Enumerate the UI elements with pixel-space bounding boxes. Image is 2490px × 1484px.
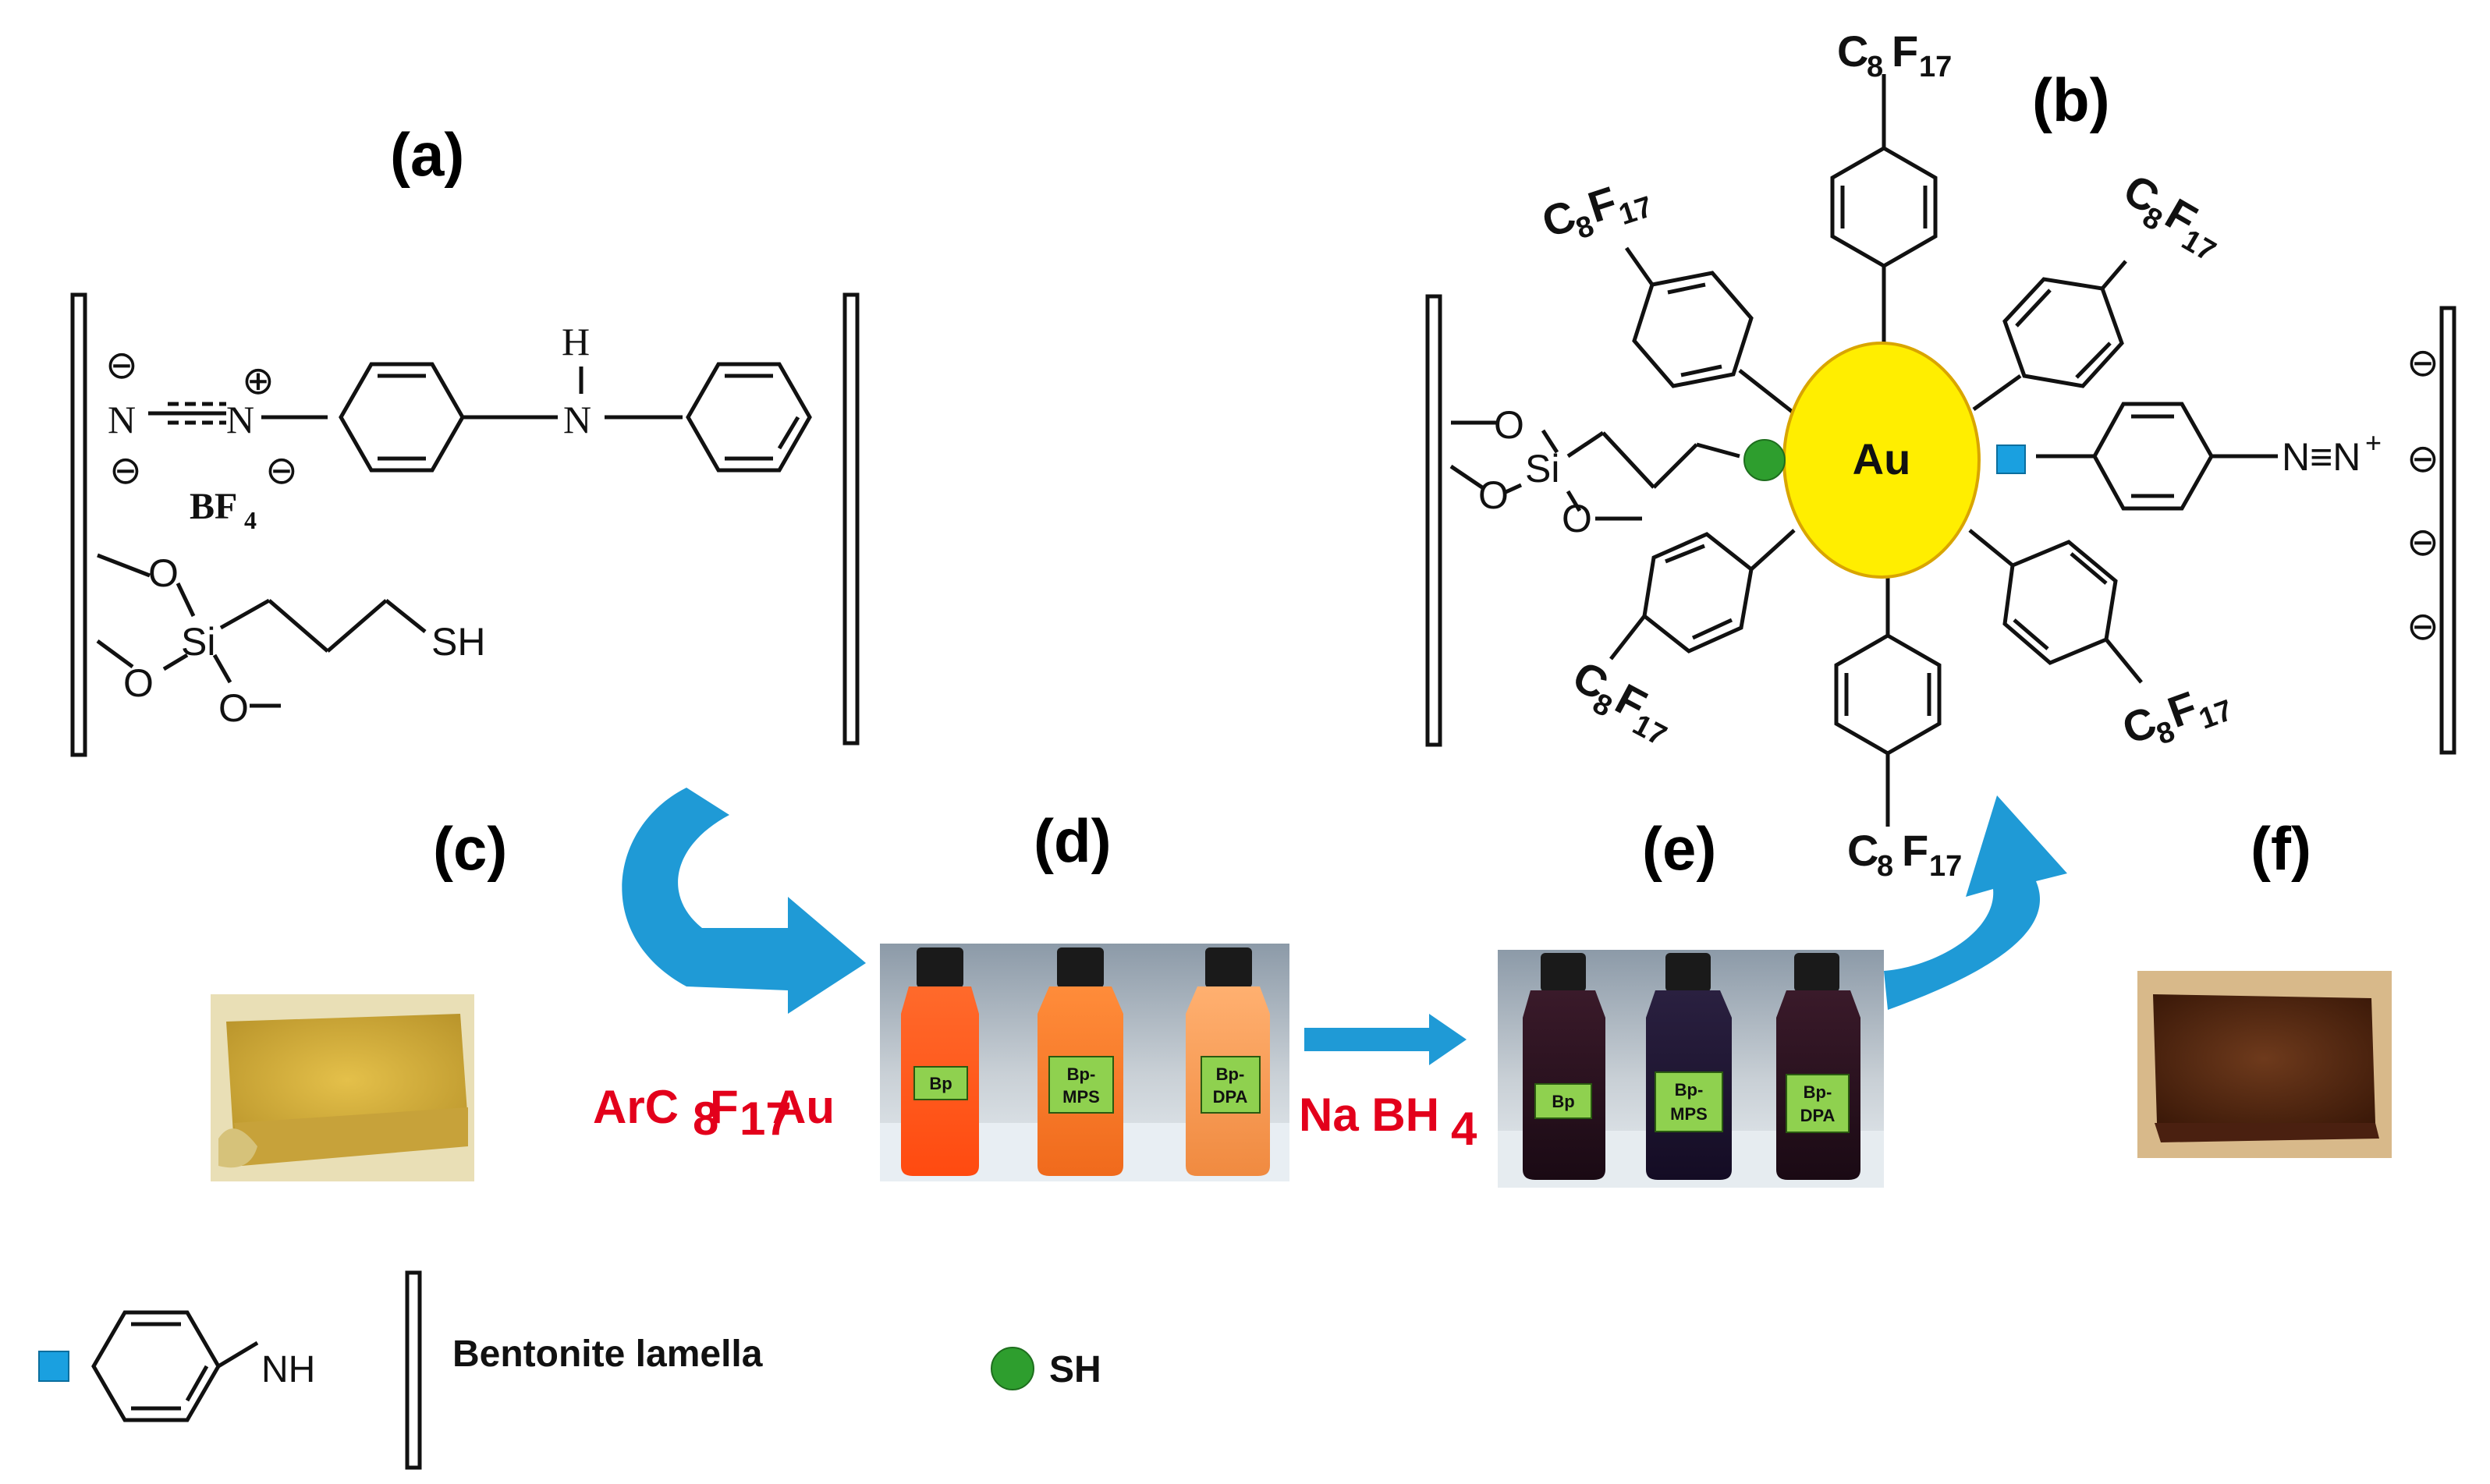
reagent-na-text: Na BH [1299,1089,1439,1141]
atom-n-plus: N [226,398,254,441]
atom-n-left: N [108,398,136,441]
legend-amine-marker [38,1351,69,1382]
structure-a [70,292,860,757]
legend-lamella-symbol [405,1270,422,1470]
benzene-ring-a1 [339,362,465,473]
charge-plus-a: ⊕ [242,359,275,402]
atom-o2-b: O [1478,473,1509,517]
bottle-e1-label: Bp [1552,1092,1574,1111]
c8f17-bottom-f: F [1902,826,1928,875]
lamella-right-a [842,292,860,746]
bottle-d2-label-2: MPS [1062,1087,1100,1107]
reagent-arc8f17au: ArC 8 F 17 Au [593,1081,835,1145]
atom-o2-a: O [123,661,154,705]
panel-label-a: (a) [390,120,464,189]
bf4-label: BF [190,486,237,527]
panel-label-d: (d) [1034,806,1112,875]
c8f17-bottom-c-sub: 8 [1877,850,1893,883]
atom-o3-b: O [1562,497,1592,540]
bottle-labels-e: Bp Bp- MPS Bp- DPA [1552,1080,1835,1125]
bf4-sub: 4 [244,506,257,534]
panel-label-f: (f) [2251,814,2311,883]
bottle-d2-label-1: Bp- [1067,1064,1096,1084]
legend-lamella-label: Bentonite lamella [452,1333,763,1375]
structure-b [1425,74,2456,827]
photo-d-bottles [880,944,1289,1181]
c8f17-top-c-sub: 8 [1867,51,1883,83]
atom-sh-a: SH [431,620,485,664]
diazonium-plus: + [2365,427,2382,459]
lamella-left-a [70,292,87,757]
c8f17-top-f-sub: 17 [1919,51,1952,83]
gold-label: Au [1853,434,1911,483]
atom-n-amine: N [563,398,591,441]
charge-minus-b3: ⊖ [2407,604,2439,648]
atom-o1-b: O [1494,403,1524,447]
reagent-nabh4: Na BH 4 [1299,1089,1477,1155]
bottle-e2-label-2: MPS [1670,1104,1708,1124]
bottle-e3-label-1: Bp- [1804,1082,1832,1102]
photo-f-brown-powder [2137,971,2392,1158]
bottle-e3-label-2: DPA [1800,1106,1836,1125]
reagent-na-sub: 4 [1451,1103,1477,1155]
legend-sh-label: SH [1049,1349,1101,1390]
legend-nh-label: NH [261,1349,315,1390]
curved-arrow-right [1884,795,2067,1010]
atom-o1-a: O [148,551,179,595]
diazonium-label: N≡N [2282,435,2361,479]
c8f17-top-c: C [1837,27,1868,76]
straight-arrow-middle [1304,1014,1467,1065]
bottle-labels-d: Bp Bp- MPS Bp- DPA [929,1064,1247,1107]
charge-minus-b2: ⊖ [2407,520,2439,564]
amine-marker-b [1996,444,2026,474]
legend: NH Bentonite lamella SH [38,1270,1101,1470]
reagent-ar-mid: F [710,1081,739,1133]
reagent-ar-sub2: 17 [740,1093,792,1145]
charge-minus-b0: ⊖ [2407,341,2439,384]
photo-c-yellow-powder [211,994,474,1181]
panel-label-c: (c) [433,814,507,883]
c8f17-ul-f-sub: 17 [1615,190,1656,232]
bottle-d3-label-2: DPA [1213,1087,1248,1107]
atom-h-amine: H [562,320,590,363]
legend-thiol-marker [991,1347,1034,1390]
benzene-ring-a2 [686,362,812,473]
legend-benzene-ring [91,1310,259,1422]
panel-label-b: (b) [2032,66,2110,134]
curved-arrow-left [622,788,866,1014]
lamella-right-b [2439,306,2456,755]
reagent-ar-sub1: 8 [693,1093,718,1145]
atom-si-b: Si [1525,447,1559,491]
atom-o3-a: O [218,686,249,730]
c8f17-bottom-f-sub: 17 [1929,850,1962,883]
reagent-ar-prefix: ArC [593,1081,679,1133]
bottle-d1-label: Bp [929,1074,952,1093]
thiol-marker-b [1743,439,1786,481]
charge-minus-a2: ⊖ [109,448,142,492]
charge-minus-bf4: ⊖ [265,448,298,492]
structure-a-atoms: N N ⊕ ⊖ ⊖ H N BF 4 ⊖ O Si O O SH [105,320,591,730]
c8f17-bottom-c: C [1847,826,1878,875]
panel-label-e: (e) [1642,814,1716,883]
bottle-d3-label-1: Bp- [1216,1064,1245,1084]
atom-si-a: Si [181,620,215,664]
charge-minus-a1: ⊖ [105,343,138,387]
charge-minus-b1: ⊖ [2407,437,2439,480]
lamella-left-b [1425,294,1442,747]
c8f17-top-f: F [1892,27,1918,76]
bottle-e2-label-1: Bp- [1675,1080,1704,1100]
photo-e-bottles [1498,950,1884,1188]
c8f17-lr-f-sub: 17 [2195,694,2237,736]
reagent-ar-suffix: Au [772,1081,835,1133]
